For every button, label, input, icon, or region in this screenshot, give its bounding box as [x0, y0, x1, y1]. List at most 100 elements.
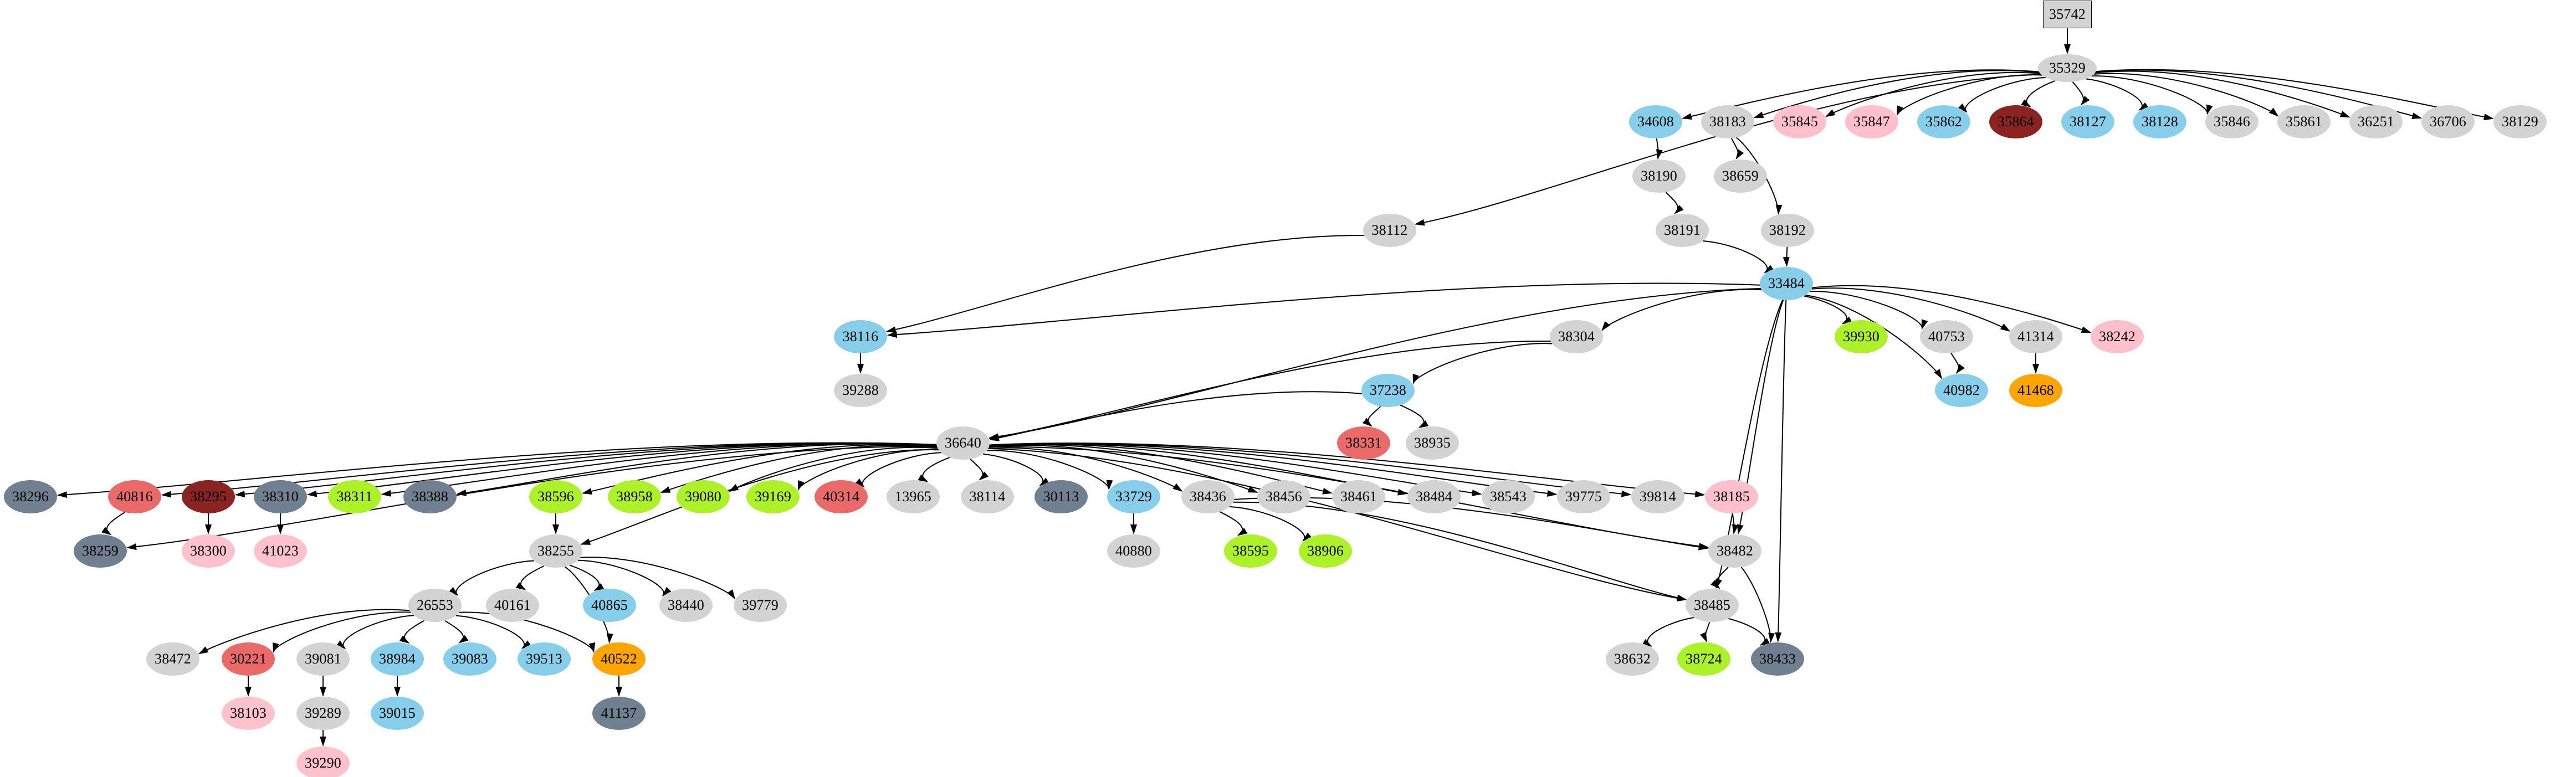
graph-node-40880[interactable]: 40880 — [1107, 534, 1160, 568]
graph-node-35329[interactable]: 35329 — [2038, 54, 2097, 82]
graph-node-35845[interactable]: 35845 — [1773, 105, 1826, 138]
graph-node-38906[interactable]: 38906 — [1299, 534, 1352, 568]
graph-node-40816[interactable]: 40816 — [108, 480, 161, 513]
graph-node-41137[interactable]: 41137 — [592, 697, 646, 730]
graph-node-38183[interactable]: 38183 — [1701, 105, 1754, 138]
graph-node-39015[interactable]: 39015 — [371, 697, 424, 730]
graph-node-38543[interactable]: 38543 — [1482, 480, 1535, 513]
graph-node-40982[interactable]: 40982 — [1935, 374, 1988, 407]
graph-node-38295[interactable]: 38295 — [182, 480, 235, 513]
graph-node-label: 40314 — [823, 488, 859, 505]
graph-node-39513[interactable]: 39513 — [518, 642, 571, 676]
graph-node-35862[interactable]: 35862 — [1917, 105, 1970, 138]
graph-node-38300[interactable]: 38300 — [182, 534, 235, 568]
graph-node-35847[interactable]: 35847 — [1845, 105, 1898, 138]
graph-node-39080[interactable]: 39080 — [677, 480, 730, 513]
graph-node-37238[interactable]: 37238 — [1361, 374, 1415, 407]
graph-node-38331[interactable]: 38331 — [1337, 426, 1390, 460]
graph-node-label: 36251 — [2358, 114, 2394, 130]
graph-node-label: 35329 — [2049, 60, 2086, 76]
graph-node-38112[interactable]: 38112 — [1363, 214, 1416, 247]
graph-node-39779[interactable]: 39779 — [734, 589, 787, 622]
graph-node-33729[interactable]: 33729 — [1107, 480, 1160, 513]
graph-node-34608[interactable]: 34608 — [1629, 105, 1682, 138]
graph-node-38114[interactable]: 38114 — [961, 480, 1014, 513]
graph-node-35742[interactable]: 35742 — [2043, 1, 2092, 28]
graph-node-38482[interactable]: 38482 — [1708, 534, 1761, 568]
graph-node-40314[interactable]: 40314 — [815, 480, 868, 513]
graph-node-38485[interactable]: 38485 — [1686, 589, 1739, 622]
graph-node-38958[interactable]: 38958 — [608, 480, 661, 513]
graph-node-38484[interactable]: 38484 — [1407, 480, 1461, 513]
graph-node-36706[interactable]: 36706 — [2421, 105, 2475, 138]
graph-node-35861[interactable]: 35861 — [2277, 105, 2331, 138]
graph-node-38436[interactable]: 38436 — [1181, 480, 1235, 513]
graph-node-36251[interactable]: 36251 — [2349, 105, 2403, 138]
graph-node-label: 38331 — [1345, 435, 1382, 451]
graph-node-39288[interactable]: 39288 — [834, 374, 887, 407]
graph-node-label: 38116 — [842, 328, 879, 344]
graph-node-38192[interactable]: 38192 — [1761, 214, 1814, 247]
graph-node-38191[interactable]: 38191 — [1656, 214, 1709, 247]
graph-node-40522[interactable]: 40522 — [592, 642, 646, 676]
graph-node-33484[interactable]: 33484 — [1760, 267, 1813, 300]
graph-node-40753[interactable]: 40753 — [1920, 320, 1973, 353]
graph-node-40161[interactable]: 40161 — [486, 589, 539, 622]
graph-node-38103[interactable]: 38103 — [222, 697, 275, 730]
graph-node-38433[interactable]: 38433 — [1751, 642, 1804, 676]
graph-node-38259[interactable]: 38259 — [74, 534, 127, 568]
graph-node-38935[interactable]: 38935 — [1406, 426, 1459, 460]
graph-node-38296[interactable]: 38296 — [4, 480, 57, 513]
graph-node-41314[interactable]: 41314 — [2009, 320, 2062, 353]
graph-node-13965[interactable]: 13965 — [887, 480, 940, 513]
graph-node-35864[interactable]: 35864 — [1989, 105, 2042, 138]
graph-node-label: 39081 — [305, 651, 341, 667]
graph-node-39169[interactable]: 39169 — [746, 480, 800, 513]
graph-node-40865[interactable]: 40865 — [583, 589, 636, 622]
graph-node-38128[interactable]: 38128 — [2133, 105, 2186, 138]
graph-node-39814[interactable]: 39814 — [1631, 480, 1684, 513]
graph-node-38440[interactable]: 38440 — [659, 589, 713, 622]
graph-node-38632[interactable]: 38632 — [1606, 642, 1659, 676]
graph-node-label: 38242 — [2099, 328, 2135, 344]
graph-node-30221[interactable]: 30221 — [222, 642, 275, 676]
graph-node-38472[interactable]: 38472 — [146, 642, 199, 676]
graph-node-39083[interactable]: 39083 — [443, 642, 496, 676]
graph-node-38984[interactable]: 38984 — [371, 642, 424, 676]
graph-node-38242[interactable]: 38242 — [2091, 320, 2144, 353]
graph-node-38311[interactable]: 38311 — [328, 480, 381, 513]
graph-node-38129[interactable]: 38129 — [2493, 105, 2547, 138]
graph-node-label: 38190 — [1641, 168, 1677, 184]
graph-node-label: 38482 — [1717, 543, 1753, 559]
graph-node-label: 38659 — [1722, 168, 1759, 184]
graph-node-39289[interactable]: 39289 — [296, 697, 350, 730]
graph-node-38461[interactable]: 38461 — [1332, 480, 1385, 513]
graph-node-38304[interactable]: 38304 — [1550, 320, 1603, 353]
graph-node-38190[interactable]: 38190 — [1632, 159, 1686, 193]
graph-node-38659[interactable]: 38659 — [1714, 159, 1767, 193]
graph-node-39290[interactable]: 39290 — [296, 747, 350, 777]
graph-node-38596[interactable]: 38596 — [529, 480, 582, 513]
graph-node-30113[interactable]: 30113 — [1035, 480, 1088, 513]
graph-node-38456[interactable]: 38456 — [1257, 480, 1310, 513]
graph-node-41023[interactable]: 41023 — [254, 534, 307, 568]
graph-node-41468[interactable]: 41468 — [2009, 374, 2062, 407]
graph-node-38724[interactable]: 38724 — [1677, 642, 1730, 676]
graph-node-36640[interactable]: 36640 — [936, 426, 990, 460]
graph-node-39775[interactable]: 39775 — [1557, 480, 1610, 513]
graph-node-38127[interactable]: 38127 — [2061, 105, 2114, 138]
graph-node-38310[interactable]: 38310 — [254, 480, 307, 513]
graph-node-38255[interactable]: 38255 — [529, 534, 582, 568]
graph-node-38595[interactable]: 38595 — [1224, 534, 1277, 568]
graph-node-38185[interactable]: 38185 — [1705, 480, 1758, 513]
graph-node-label: 40522 — [601, 651, 637, 667]
graph-node-38116[interactable]: 38116 — [834, 320, 887, 353]
graph-node-39930[interactable]: 39930 — [1835, 320, 1888, 353]
graph-node-35846[interactable]: 35846 — [2205, 105, 2259, 138]
graph-node-label: 37238 — [1370, 382, 1406, 398]
graph-node-39081[interactable]: 39081 — [296, 642, 350, 676]
graph-node-26553[interactable]: 26553 — [408, 589, 462, 622]
graph-node-label: 39080 — [685, 488, 721, 505]
graph-node-label: 38185 — [1713, 488, 1750, 505]
graph-node-38388[interactable]: 38388 — [403, 480, 457, 513]
